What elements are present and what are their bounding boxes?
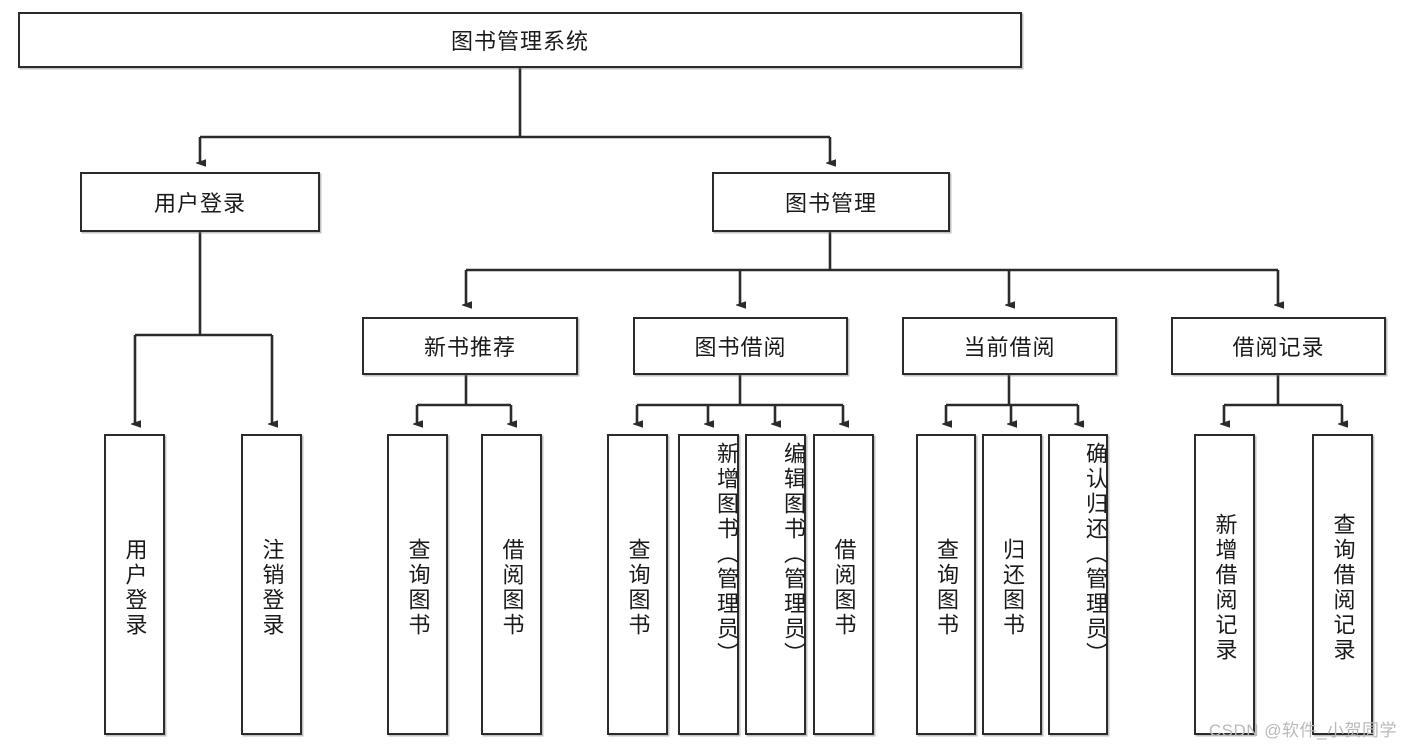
leaf-recommend-borrow-book[interactable]: 借阅图书 (481, 434, 542, 735)
leaf-record-add-borrow-record[interactable]: 新增借阅记录 (1194, 434, 1255, 735)
node-label: 新书推荐 (423, 335, 516, 360)
node-label: 当前借阅 (963, 335, 1056, 360)
leaf-current-return-book[interactable]: 归还图书 (982, 434, 1042, 735)
leaf-user-login-signin[interactable]: 用户登录 (104, 434, 165, 735)
node-label: 借阅记录 (1232, 335, 1325, 360)
node-label: 图书管理 (784, 191, 877, 216)
node-label: 查询图书 (625, 537, 651, 638)
leaf-current-query-book[interactable]: 查询图书 (916, 434, 976, 735)
node-new-book-recommend[interactable]: 新书推荐 (362, 317, 578, 375)
node-current-borrow[interactable]: 当前借阅 (902, 317, 1117, 375)
leaf-record-query-borrow-record[interactable]: 查询借阅记录 (1312, 434, 1373, 735)
leaf-user-login-signout[interactable]: 注销登录 (241, 434, 302, 735)
csdn-watermark: CSDN @软件_小贺同学 (1208, 721, 1397, 740)
node-label: 图书管理系统 (450, 29, 589, 54)
leaf-recommend-query-book[interactable]: 查询图书 (387, 434, 448, 735)
node-label: 查询图书 (934, 537, 959, 638)
node-label: 确认归还（管理员） (1083, 442, 1108, 667)
node-label: 新增借阅记录 (1212, 512, 1238, 663)
node-user-login[interactable]: 用户登录 (80, 172, 320, 232)
leaf-current-confirm-return-admin[interactable]: 确认归还（管理员） (1048, 434, 1108, 735)
node-borrow-record[interactable]: 借阅记录 (1171, 317, 1386, 375)
node-label: 用户登录 (122, 537, 148, 638)
node-label: 归还图书 (1000, 537, 1025, 638)
node-label: 图书借阅 (694, 335, 787, 360)
node-label: 注销登录 (259, 537, 285, 638)
node-label: 查询图书 (405, 537, 431, 638)
leaf-borrow-edit-book-admin[interactable]: 编辑图书（管理员） (745, 434, 806, 735)
node-label: 用户登录 (153, 191, 246, 216)
node-book-borrow[interactable]: 图书借阅 (633, 317, 848, 375)
node-label: 新增图书（管理员） (714, 442, 739, 667)
node-label: 编辑图书（管理员） (781, 442, 806, 667)
leaf-borrow-query-book[interactable]: 查询图书 (607, 434, 668, 735)
node-label: 查询借阅记录 (1330, 512, 1356, 663)
leaf-borrow-add-book-admin[interactable]: 新增图书（管理员） (678, 434, 739, 735)
node-label: 借阅图书 (499, 537, 525, 638)
node-label: 借阅图书 (831, 537, 857, 638)
node-book-management[interactable]: 图书管理 (712, 172, 950, 232)
node-root-book-management-system[interactable]: 图书管理系统 (18, 12, 1022, 68)
leaf-borrow-borrow-book[interactable]: 借阅图书 (813, 434, 874, 735)
